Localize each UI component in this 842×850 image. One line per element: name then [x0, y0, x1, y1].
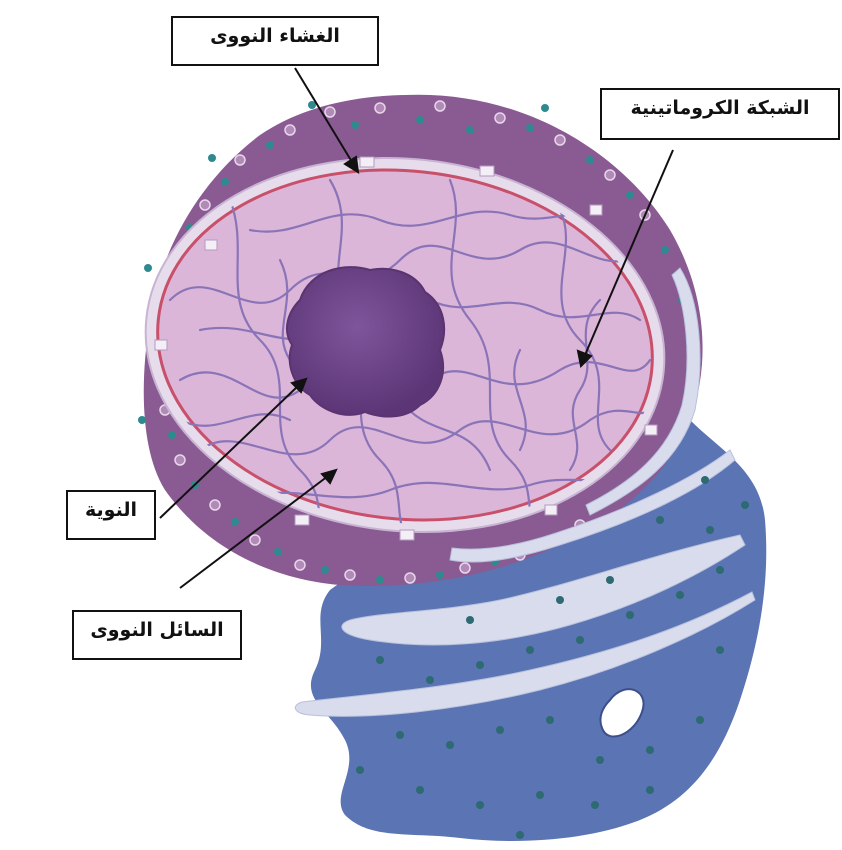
label-nucleolus: النوية	[66, 490, 156, 540]
label-nuclear-membrane: الغشاء النووى	[171, 16, 379, 66]
label-nucleoplasm: السائل النووى	[72, 610, 242, 660]
nucleolus	[287, 267, 444, 416]
label-chromatin-network: الشبكة الكروماتينية	[600, 88, 840, 140]
